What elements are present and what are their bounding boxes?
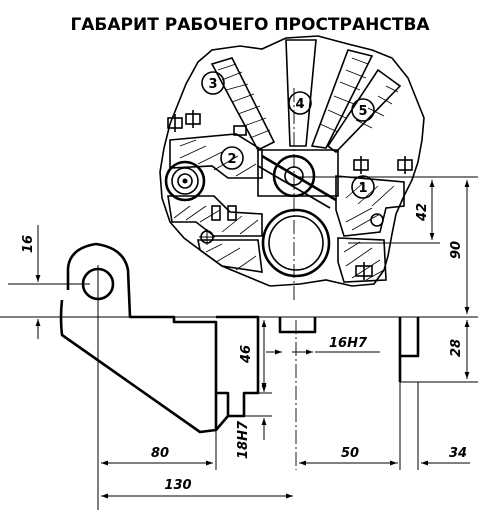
- right-slide-hole: [370, 213, 384, 227]
- drawing-title: ГАБАРИТ РАБОЧЕГО ПРОСТРАНСТВА: [70, 15, 430, 35]
- dim-46: 46: [239, 345, 254, 364]
- dim-16: 16: [21, 235, 36, 253]
- lower-spindle-inner: [268, 215, 324, 271]
- hatching: [173, 57, 399, 281]
- right-column: [398, 317, 420, 358]
- bottom-frame: [197, 239, 263, 273]
- side-view-outline: [59, 242, 420, 470]
- machine-schematic: [159, 35, 425, 300]
- schematic-outline: [159, 35, 425, 287]
- centre-column: [216, 315, 260, 418]
- left-chuck-inner: [177, 173, 193, 189]
- callout-2-circle: [220, 146, 244, 170]
- clamp-symbols: [167, 110, 413, 280]
- callout-5: 5: [358, 104, 367, 119]
- bottom-dimensions: 80 130 50 34: [97, 303, 470, 510]
- callout-5-circle: [351, 98, 375, 122]
- blade-left: [210, 57, 276, 152]
- dim-42: 42: [415, 203, 430, 222]
- slot-16h7: [278, 317, 317, 334]
- callout-1-circle: [351, 175, 375, 199]
- left-dimension: 16: [8, 225, 90, 339]
- callout-bubbles: 1 2 3 4 5: [201, 71, 375, 199]
- dim-34: 34: [449, 446, 467, 461]
- tool-bar: [261, 154, 337, 202]
- left-chuck-core: [182, 178, 188, 184]
- left-chuck-outer: [164, 160, 206, 202]
- blade-centre: [285, 39, 317, 147]
- callout-3: 3: [208, 77, 217, 92]
- dim-130: 130: [164, 478, 191, 493]
- left-lower-plate: [167, 195, 263, 237]
- dim-50: 50: [341, 446, 359, 461]
- left-chuck-mid: [171, 167, 199, 195]
- blade-right: [310, 49, 374, 149]
- dim-16h7: 16H7: [329, 336, 368, 351]
- lower-right-block: [337, 237, 387, 283]
- callout-3-circle: [201, 71, 225, 95]
- centre-block: [257, 149, 339, 197]
- dim-18h7: 18H7: [236, 420, 251, 459]
- callout-4: 4: [295, 97, 304, 112]
- callout-4-circle: [288, 91, 312, 115]
- lower-spindle-outer: [261, 208, 331, 278]
- dim-80: 80: [151, 446, 169, 461]
- left-upper-plate: [169, 133, 263, 179]
- callout-2: 2: [227, 152, 236, 167]
- callout-1: 1: [358, 181, 367, 196]
- column-dimensions: 46 18H7 16H7: [236, 316, 380, 459]
- dim-90: 90: [449, 241, 464, 259]
- blade-far-right: [326, 68, 402, 154]
- dim-28: 28: [449, 339, 464, 357]
- left-arm: [59, 242, 218, 434]
